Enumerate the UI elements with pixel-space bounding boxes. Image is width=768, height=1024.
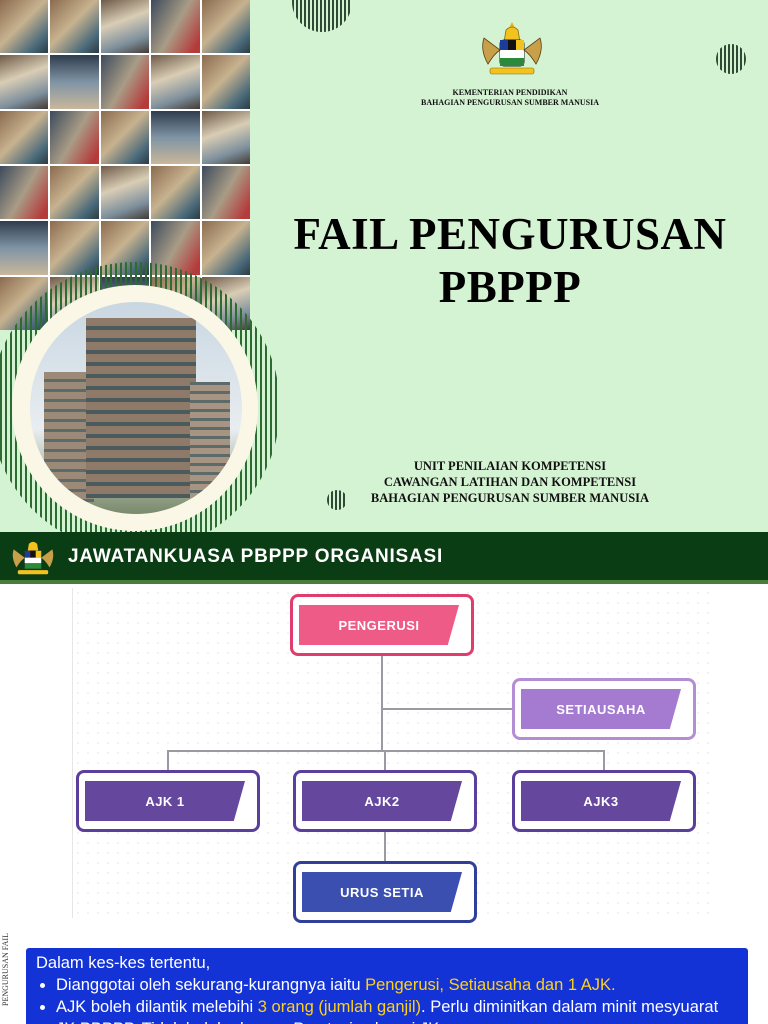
org-node-urus-setia: URUS SETIA	[293, 861, 477, 923]
notes-box: Dalam kes-kes tertentu, Dianggotai oleh …	[26, 948, 748, 1024]
cover-slide: KEMENTERIAN PENDIDIKAN BAHAGIAN PENGURUS…	[0, 0, 768, 532]
malaysia-coat-of-arms-icon	[482, 22, 542, 75]
ministry-line: KEMENTERIAN PENDIDIKAN	[452, 88, 568, 97]
title-line-2: PBPPP	[438, 262, 582, 312]
note-text: .	[610, 976, 616, 994]
connector-line	[603, 750, 605, 770]
connector-line	[384, 750, 386, 770]
org-node-chairman: PENGERUSI	[290, 594, 474, 656]
title-line-1: FAIL PENGURUSAN	[293, 209, 727, 259]
unit-line-2: CAWANGAN LATIHAN DAN KOMPETENSI	[383, 475, 637, 489]
connector-line	[381, 656, 383, 750]
connector-line	[384, 832, 386, 861]
connector-line	[167, 750, 605, 752]
org-node-secretary: SETIAUSAHA	[512, 678, 696, 740]
org-node-label: AJK2	[302, 781, 462, 821]
note-text: Dianggotai oleh sekurang-kurangnya iaitu	[56, 976, 366, 994]
department-line: BAHAGIAN PENGURUSAN SUMBER MANUSIA	[420, 98, 599, 107]
unit-info: UNIT PENILAIAN KOMPETENSI CAWANGAN LATIH…	[340, 458, 680, 506]
unit-line-1: UNIT PENILAIAN KOMPETENSI	[413, 459, 607, 473]
note-text: . Perlu diminitkan dalam minit mesyuarat…	[56, 998, 719, 1024]
org-node-label: AJK3	[521, 781, 681, 821]
org-node-label: SETIAUSAHA	[521, 689, 681, 729]
slide-header: JAWATANKUASA PBPPP ORGANISASI	[0, 532, 768, 584]
org-node-member-1: AJK 1	[76, 770, 260, 832]
building-photo	[30, 302, 242, 514]
org-node-member-3: AJK3	[512, 770, 696, 832]
org-node-member-2: AJK2	[293, 770, 477, 832]
notes-list: Dianggotai oleh sekurang-kurangnya iaitu…	[36, 974, 738, 1024]
note-item: Dianggotai oleh sekurang-kurangnya iaitu…	[56, 974, 738, 996]
note-highlight: Pengerusi, Setiausaha dan 1 AJK	[365, 976, 611, 994]
org-node-label: URUS SETIA	[302, 872, 462, 912]
cover-title: FAIL PENGURUSAN PBPPP	[280, 208, 740, 314]
connector-line	[382, 708, 512, 710]
notes-intro: Dalam kes-kes tertentu,	[36, 954, 211, 972]
note-text: AJK boleh dilantik melebihi	[56, 998, 258, 1016]
org-chart-slide: JAWATANKUASA PBPPP ORGANISASI PENGERUSI …	[0, 532, 768, 1024]
connector-line	[167, 750, 169, 770]
org-node-label: AJK 1	[85, 781, 245, 821]
slide-title: JAWATANKUASA PBPPP ORGANISASI	[68, 546, 444, 567]
header-accent-line	[0, 580, 768, 584]
striped-circle-decoration	[292, 0, 352, 32]
org-node-label: PENGERUSI	[299, 605, 459, 645]
malaysia-coat-of-arms-icon	[12, 541, 54, 575]
note-highlight: 3 orang (jumlah ganjil)	[257, 998, 422, 1016]
side-label: PENGURUSAN FAIL	[1, 933, 10, 1007]
ministry-heading: KEMENTERIAN PENDIDIKAN BAHAGIAN PENGURUS…	[320, 88, 700, 108]
unit-line-3: BAHAGIAN PENGURUSAN SUMBER MANUSIA	[370, 491, 650, 505]
striped-circle-decoration	[327, 490, 347, 510]
note-item: AJK boleh dilantik melebihi 3 orang (jum…	[56, 996, 738, 1024]
striped-circle-decoration	[716, 44, 746, 74]
